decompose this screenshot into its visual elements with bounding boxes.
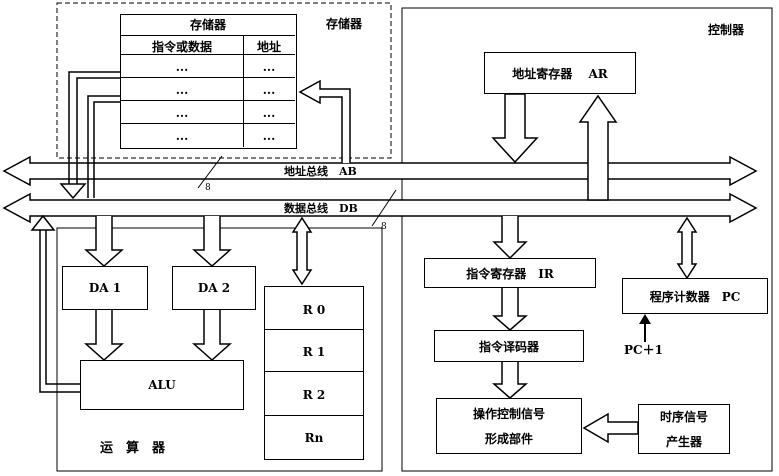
timing-line2: 产生器: [665, 435, 702, 449]
data-bus-label: 数据总线 DB: [284, 202, 358, 215]
ab-width-slash: [197, 155, 223, 189]
db-width-label: 8: [381, 222, 387, 232]
pc-label: 程序计数器 PC: [649, 289, 741, 304]
timing-to-control-arrow: [582, 412, 639, 444]
register-r0: R 0: [302, 303, 326, 317]
control-signal-unit: 操作控制信号 形成部件: [436, 398, 582, 454]
memory-cell-addr: ...: [262, 106, 276, 120]
register-r2: R 2: [302, 388, 326, 402]
memory-table-title: 存储器: [189, 18, 226, 32]
alu-to-db-arrowhead: [30, 214, 56, 231]
memory-cell-addr: ...: [262, 83, 276, 97]
memory-to-ab-arrowhead: [59, 183, 87, 200]
memory-col-addr: 地址: [256, 40, 281, 54]
da2-label: DA 2: [197, 281, 231, 295]
ar-to-ab-arrow: [491, 93, 539, 164]
memory-boundary: [56, 2, 392, 159]
db-to-da1-arrow: [84, 216, 124, 268]
decoder-label: 指令译码器: [478, 339, 539, 354]
memory-cell-data: ...: [175, 60, 189, 74]
controller-section-title: 控制器: [708, 23, 745, 37]
memory-cell-data: ...: [175, 83, 189, 97]
ab-to-memory-arrow: [298, 79, 351, 163]
control-signal-line1: 操作控制信号: [472, 407, 545, 421]
controller-boundary: [401, 7, 773, 472]
da2-to-alu-arrow: [192, 310, 232, 362]
da1-register: DA 1: [62, 266, 148, 310]
register-file: R 0 R 1 R 2 Rn: [264, 286, 364, 460]
memory-col-data: 指令或数据: [151, 40, 212, 54]
instruction-register-ir: 指令寄存器 IR: [424, 258, 596, 288]
ir-label: 指令寄存器 IR: [466, 266, 554, 281]
register-r1: R 1: [302, 345, 326, 359]
db-width-slash: [371, 189, 397, 227]
pc-to-ar-arrow: [578, 94, 618, 201]
ar-label: 地址寄存器 AR: [512, 66, 608, 81]
alu-label: ALU: [148, 378, 176, 392]
alu: ALU: [80, 360, 244, 410]
memory-cell-data: ...: [175, 106, 189, 120]
decoder-to-control-arrow: [492, 362, 528, 399]
address-bus-label: 地址总线 AB: [284, 165, 357, 178]
ab-width-label: 8: [205, 183, 211, 193]
data-bus: [2, 192, 758, 224]
da1-label: DA 1: [88, 281, 122, 295]
control-signal-line2: 形成部件: [484, 432, 533, 446]
memory-cell-addr: ...: [262, 129, 276, 143]
pc-increment-label: PC＋1: [624, 343, 663, 357]
program-counter-pc: 程序计数器 PC: [622, 278, 768, 314]
memory-to-ab-line-a: [68, 71, 120, 184]
address-bus: [2, 155, 758, 187]
ir-to-decoder-arrow: [492, 288, 528, 331]
db-regs-arrow: [291, 216, 313, 286]
instruction-decoder: 指令译码器: [434, 330, 584, 362]
memory-table: 存储器 指令或数据 地址 ... ... ... ... ... ... ...…: [120, 14, 297, 149]
memory-cell-addr: ...: [262, 60, 276, 74]
memory-to-ab-line-b: [76, 77, 120, 184]
memory-cell-data: ...: [175, 129, 189, 143]
db-to-da2-arrow: [192, 216, 232, 268]
db-to-ir-arrow: [492, 216, 528, 260]
memory-to-db-line-b: [93, 101, 120, 198]
timing-line1: 时序信号: [659, 410, 708, 424]
register-rn: Rn: [304, 431, 324, 445]
db-pc-arrow: [676, 216, 698, 280]
memory-to-db-line-a: [87, 95, 120, 198]
memory-section-title: 存储器: [326, 17, 363, 31]
pc-inc-arrowhead: [639, 314, 651, 324]
alu-unit-section-title: 运 算 器: [100, 441, 166, 456]
da1-to-alu-arrow: [84, 310, 124, 362]
address-register-ar: 地址寄存器 AR: [484, 52, 636, 94]
timing-generator: 时序信号 产生器: [638, 404, 730, 454]
da2-register: DA 2: [172, 266, 256, 310]
